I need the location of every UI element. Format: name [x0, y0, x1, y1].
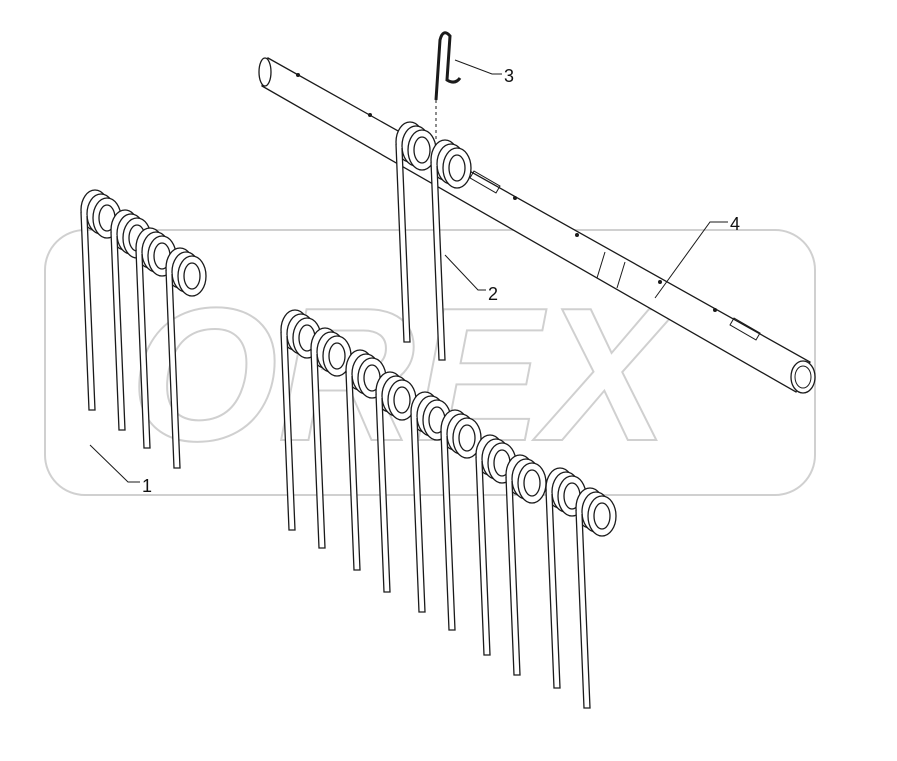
- callout-4: 4: [730, 214, 740, 234]
- spring-tine: [375, 371, 417, 593]
- callout-3: 3: [504, 66, 514, 86]
- callouts: 1 2 3 4: [89, 59, 740, 496]
- spring-tine: [575, 487, 617, 709]
- clip-part-3: [434, 31, 462, 140]
- callout-1: 1: [142, 476, 152, 496]
- callout-2: 2: [488, 284, 498, 304]
- spring-tine: [505, 454, 547, 676]
- spring-tine: [440, 409, 482, 631]
